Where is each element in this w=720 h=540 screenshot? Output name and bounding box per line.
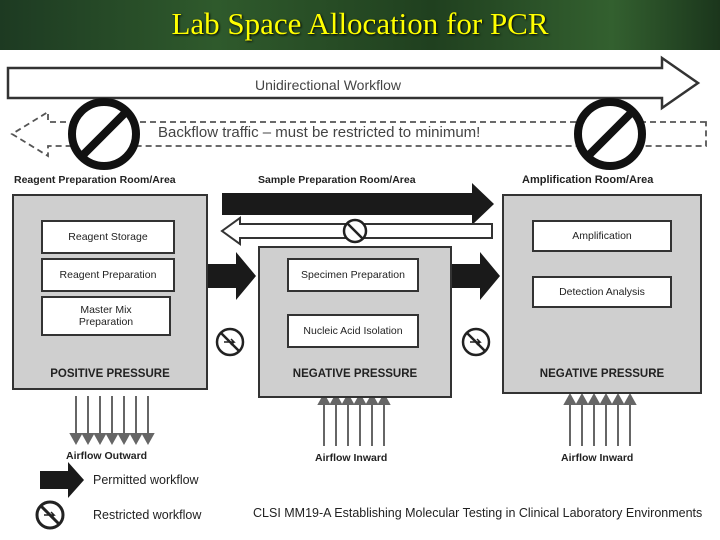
diagram-graphics [6, 55, 707, 530]
permitted-arrow [452, 252, 500, 300]
airflow-outward-arrows [69, 396, 155, 446]
restricted-icon [342, 218, 368, 244]
prohibited-icon [574, 98, 646, 170]
room-title-amplification: Amplification Room/Area [522, 174, 654, 186]
backflow-label: Backflow traffic – must be restricted to… [158, 124, 481, 141]
airflow-label: Airflow Inward [315, 452, 388, 464]
citation: CLSI MM19-A Establishing Molecular Testi… [253, 506, 703, 520]
legend-permitted-arrow-icon [40, 462, 84, 498]
legend-permitted-label: Permitted workflow [93, 473, 199, 487]
pressure-label: NEGATIVE PRESSURE [539, 368, 665, 380]
room-title-sample: Sample Preparation Room/Area [258, 174, 416, 186]
step-amplification: Amplification [532, 220, 672, 252]
prohibited-icon [68, 98, 140, 170]
slide-title: Lab Space Allocation for PCR [171, 6, 549, 41]
sample-room: Specimen Preparation Nucleic Acid Isolat… [258, 246, 452, 398]
permitted-arrow [222, 183, 494, 225]
reagent-room: Reagent Storage Reagent Preparation Mast… [12, 194, 208, 390]
room-title-reagent: Reagent Preparation Room/Area [14, 174, 176, 186]
step-master-mix: Master Mix Preparation [41, 296, 171, 336]
airflow-label: Airflow Outward [66, 450, 148, 462]
airflow-inward-arrows [317, 392, 391, 446]
restricted-icon [215, 327, 245, 357]
unidirectional-label: Unidirectional Workflow [255, 77, 402, 93]
diagram-area: Unidirectional Workflow Backflow traffic… [0, 50, 720, 540]
legend-restricted-label: Restricted workflow [93, 508, 202, 522]
legend-restricted-icon [35, 500, 65, 530]
permitted-arrow [208, 252, 256, 300]
amplification-room: Amplification Detection Analysis NEGATIV… [502, 194, 702, 394]
step-detection-analysis: Detection Analysis [532, 276, 672, 308]
airflow-label: Airflow Inward [561, 452, 634, 464]
pressure-label: NEGATIVE PRESSURE [292, 368, 418, 380]
title-bar [0, 0, 720, 50]
step-reagent-preparation: Reagent Preparation [41, 258, 175, 292]
restricted-icon [461, 327, 491, 357]
airflow-inward-arrows [563, 392, 637, 446]
step-reagent-storage: Reagent Storage [41, 220, 175, 254]
step-specimen-preparation: Specimen Preparation [287, 258, 419, 292]
unidirectional-arrow [6, 55, 701, 111]
step-nucleic-acid-isolation: Nucleic Acid Isolation [287, 314, 419, 348]
pressure-label: POSITIVE PRESSURE [50, 368, 170, 380]
